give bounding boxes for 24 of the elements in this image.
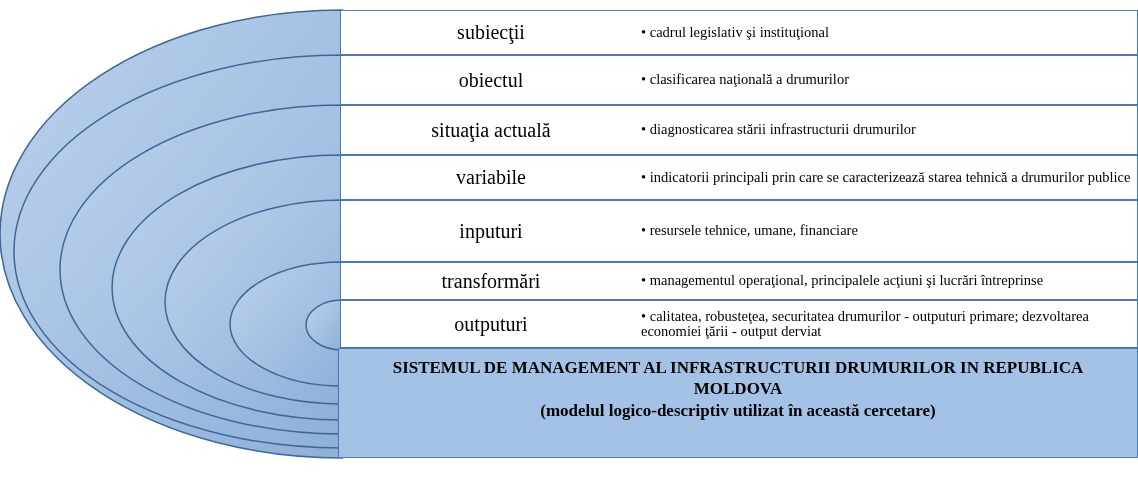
description-text: • calitatea, robusteţea, securitatea drumurilor - outputuri primare; dezvoltarea economiei ţării - output derviat — [641, 308, 1090, 340]
description-text: • cadrul legislativ şi instituţional — [641, 24, 830, 41]
description-text: • indicatorii principali prin care se caracterizează starea tehnică a drumurilor publice — [641, 169, 1131, 186]
term-label: obiectul — [458, 67, 524, 93]
row-box — [340, 300, 1138, 348]
title-text: SISTEMUL DE MANAGEMENT AL INFRASTRUCTURII DRUMURILOR IN REPUBLICA MOLDOVA — [391, 357, 1085, 400]
row-box — [340, 55, 1138, 105]
term-label: transformări — [441, 268, 541, 294]
row-box — [340, 200, 1138, 262]
term-label: inputuri — [459, 218, 523, 244]
row-box — [340, 105, 1138, 155]
title-text: (modelul logico-descriptiv utilizat în această cercetare) — [539, 399, 937, 421]
term-label: subiecţii — [457, 20, 525, 45]
description-text: • diagnosticarea stării infrastructurii drumurilor — [641, 122, 917, 138]
term-label: situaţia actuală — [431, 117, 551, 143]
term-label: variabile — [456, 165, 526, 190]
row-box — [340, 155, 1138, 200]
description-text: • managementul operaţional, principalele acţiuni şi lucrări întreprinse — [641, 273, 1045, 289]
description-text: • resursele tehnice, umane, financiare — [641, 223, 859, 239]
title-panel — [338, 348, 1138, 458]
description-text: • clasificarea naţională a drumurilor — [641, 72, 850, 88]
row-box — [340, 10, 1138, 55]
term-label: outputuri — [454, 311, 528, 337]
row-box — [340, 262, 1138, 300]
